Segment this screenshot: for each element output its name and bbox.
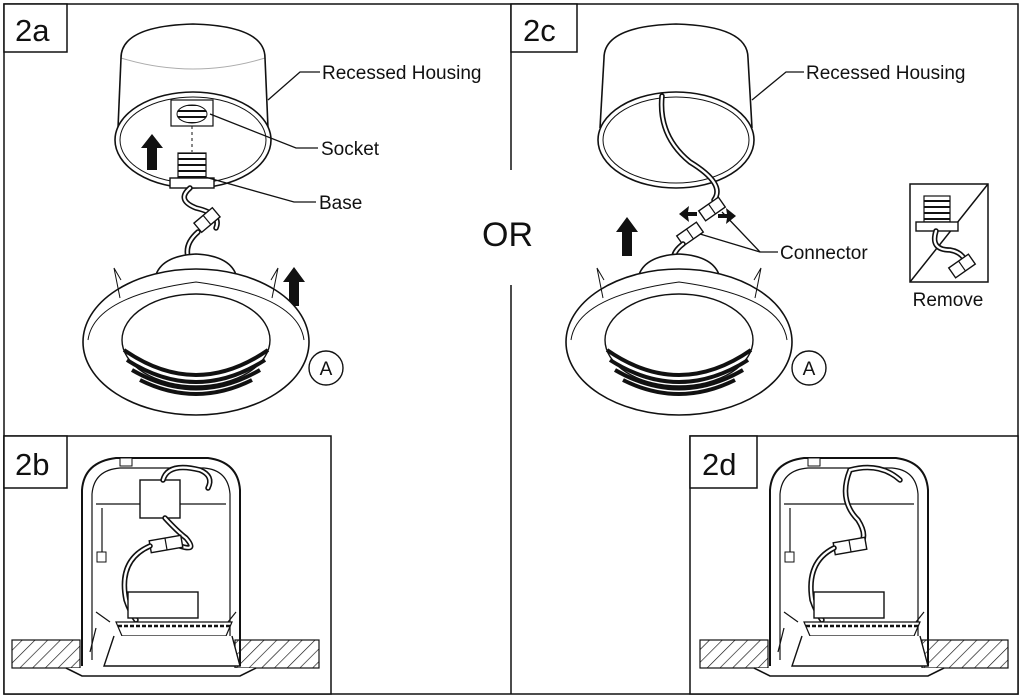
label-recessed-housing-2c: Recessed Housing [806, 63, 965, 84]
connector-lower-2c [675, 221, 705, 247]
panel-2d-tag: 2d [702, 447, 736, 482]
panel-2a: 2a [3, 3, 481, 416]
arrow-icon [679, 206, 697, 222]
housing-section-2d [769, 457, 929, 666]
remove-inset [909, 183, 989, 283]
panel-2b-tag: 2b [15, 447, 49, 482]
mark-a-2a-label: A [320, 359, 333, 380]
socket-box-2b [139, 479, 181, 519]
recessed-housing-2c [597, 23, 755, 189]
label-recessed-housing-2a: Recessed Housing [322, 63, 481, 84]
socket-2a [170, 99, 214, 152]
leader-housing-2a [267, 71, 320, 101]
panel-2d: 2d [689, 435, 1019, 695]
panel-2c: 2c [510, 3, 989, 416]
led-trim-2c [565, 253, 793, 416]
label-remove: Remove [913, 290, 984, 311]
ceiling-left-2b [11, 639, 81, 669]
arrow-icon [718, 208, 736, 224]
panel-2a-tag: 2a [15, 13, 50, 48]
ceiling-right-2d [921, 639, 1009, 669]
led-trim-2a [82, 253, 310, 416]
led-module-2b [65, 591, 257, 677]
up-arrow-icon [616, 217, 638, 256]
ceiling-right-2b [234, 639, 320, 669]
connector-upper-2c [697, 196, 727, 222]
ceiling-left-2d [699, 639, 769, 669]
panel-2c-tag-box [510, 3, 578, 53]
or-label: OR [482, 216, 533, 254]
label-base-2a: Base [319, 193, 362, 214]
mark-a-2c-label: A [803, 359, 816, 380]
label-connector-2c: Connector [780, 243, 868, 264]
panel-2c-tag: 2c [523, 13, 556, 48]
connector-2d [832, 536, 868, 556]
label-socket-2a: Socket [321, 139, 380, 160]
led-module-2d [753, 591, 945, 677]
up-arrow-icon [141, 134, 163, 170]
up-arrow-icon [283, 267, 305, 306]
base-adapter-2a [169, 152, 215, 189]
housing-section-2b [81, 457, 241, 666]
mark-a-2a [308, 350, 344, 386]
mark-a-2c [791, 350, 827, 386]
panel-2a-tag-box [3, 3, 68, 53]
panel-2b: 2b [3, 435, 332, 695]
connector-2a [192, 206, 222, 234]
